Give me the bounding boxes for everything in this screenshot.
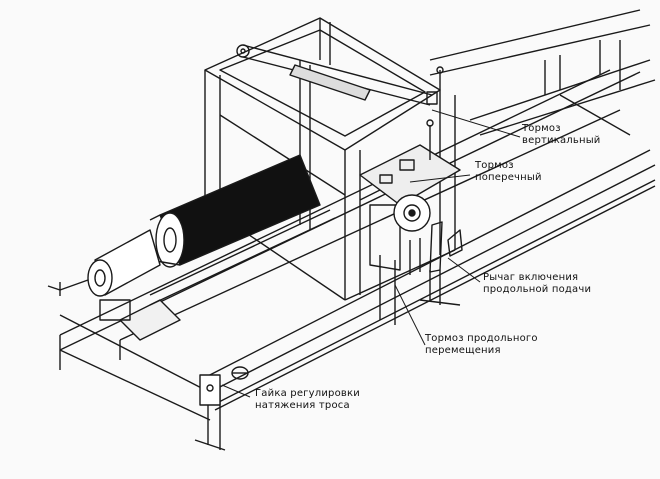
gantry-legs (379, 255, 461, 325)
rear-frame (429, 9, 656, 136)
tension-nut (199, 366, 249, 406)
cable-system (236, 44, 444, 106)
work-roll (149, 154, 321, 268)
feed-lever-line-2: продольной подачи (483, 284, 592, 295)
leader-lines (221, 109, 521, 398)
carriage (359, 119, 463, 275)
brake-longitudinal-line-2: перемещения (425, 345, 501, 356)
tension-nut-label: Гайка регулировки натяжения троса (255, 388, 360, 412)
brake-transverse-label: Тормоз поперечный (475, 160, 542, 184)
feed-lever-label: Рычаг включения продольной подачи (483, 272, 591, 296)
brake-transverse-line-2: поперечный (475, 172, 542, 183)
brake-vertical-line-2: вертикальный (522, 135, 601, 146)
brake-longitudinal-label: Тормоз продольного перемещения (425, 333, 538, 357)
headstock (47, 209, 336, 341)
brake-vertical-label: Тормоз вертикальный (522, 123, 601, 147)
brake-vertical-line-1: Тормоз (522, 123, 561, 134)
tension-nut-line-1: Гайка регулировки (255, 388, 360, 399)
feed-lever-line-1: Рычаг включения (483, 272, 579, 283)
brake-longitudinal-line-1: Тормоз продольного (425, 333, 538, 344)
tension-nut-line-2: натяжения троса (255, 400, 350, 411)
brake-transverse-line-1: Тормоз (475, 160, 514, 171)
